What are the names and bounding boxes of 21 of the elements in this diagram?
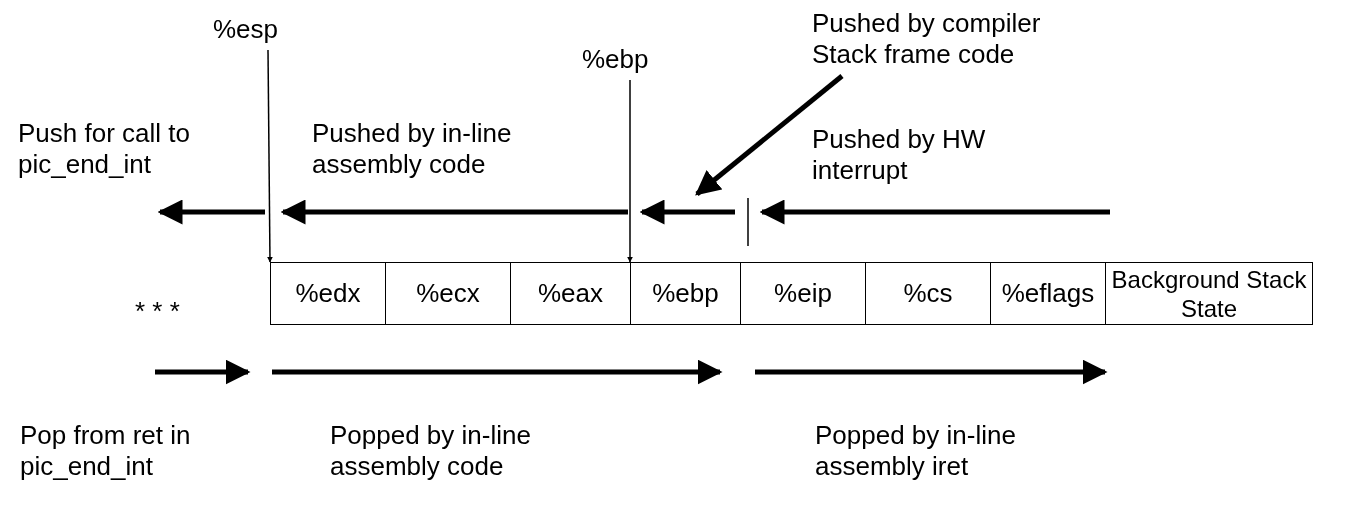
pointer-arrow: [627, 79, 633, 263]
pointer-arrow: [266, 49, 273, 263]
pointer-label: Pushed by compiler Stack frame code: [812, 8, 1072, 72]
annotation-text: Pop from ret in pic_end_int: [20, 420, 192, 482]
stack-cell: %eip: [740, 262, 866, 325]
stack-cell: %cs: [865, 262, 991, 325]
annotation-text: * * *: [135, 296, 180, 327]
stack-cell: %eflags: [990, 262, 1106, 325]
stack-cell: %ebp: [630, 262, 741, 325]
stack-cell: Background Stack State: [1105, 262, 1313, 325]
annotation-text: Popped by in-line assembly code: [330, 420, 532, 482]
annotation-text: Pushed by HW interrupt: [812, 124, 987, 186]
pointer-label: %ebp: [582, 44, 656, 76]
pointer-label: %esp: [213, 14, 293, 46]
annotation-text: Popped by in-line assembly iret: [815, 420, 1017, 482]
stack-cell: %edx: [270, 262, 386, 325]
annotation-text: Pushed by in-line assembly code: [312, 118, 513, 180]
annotation-text: Push for call to pic_end_int: [18, 118, 191, 180]
leader-arrow: [695, 74, 844, 196]
stack-cell: %ecx: [385, 262, 511, 325]
stack-cell: %eax: [510, 262, 631, 325]
